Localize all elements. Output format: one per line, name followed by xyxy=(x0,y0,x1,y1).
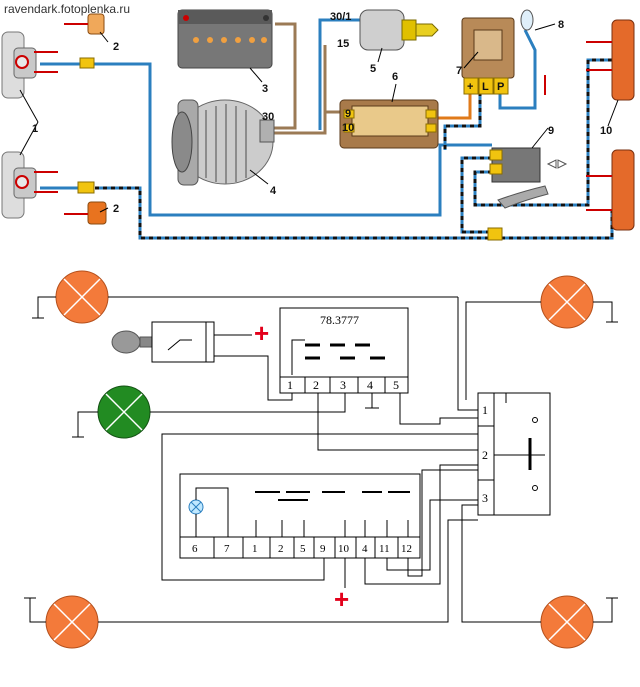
left-top-headlamp xyxy=(1,31,58,99)
label-block-10: 10 xyxy=(342,122,354,134)
relay-pin-5: 5 xyxy=(393,378,399,392)
block-pin-9: 9 xyxy=(320,543,326,555)
block-pin-1: 1 xyxy=(252,543,258,555)
relay-pin-4: 4 xyxy=(367,378,373,392)
relay-pin-2: 2 xyxy=(313,378,319,392)
relay-pin-3: 3 xyxy=(340,378,346,392)
generator xyxy=(171,99,275,186)
relay-wires xyxy=(150,297,478,451)
label-block-9: 9 xyxy=(345,108,351,120)
lamp-bottom-left xyxy=(45,595,99,649)
lamp-bottom-right xyxy=(540,595,594,649)
connector-top-left xyxy=(79,57,95,69)
switch-pin-3: 3 xyxy=(482,491,488,505)
connector-bottom-left xyxy=(77,181,95,194)
ignition-key-symbol xyxy=(111,321,252,363)
watermark-text: ravendark.fotoplenka.ru xyxy=(4,2,131,16)
callout-5: 5 xyxy=(370,63,376,75)
callout-8: 8 xyxy=(558,19,564,31)
lamp-leads xyxy=(24,296,618,623)
connector-bottom-right xyxy=(487,227,503,241)
callout-9: 9 xyxy=(548,125,554,137)
hazard-switch xyxy=(477,392,551,516)
block-pin-11: 11 xyxy=(379,543,390,555)
indicator-lamp xyxy=(520,9,546,95)
label-relay-plus: + xyxy=(467,81,473,93)
blue-wires xyxy=(40,18,537,217)
callout-2-top: 2 xyxy=(113,41,119,53)
label-30-1: 30/1 xyxy=(330,11,351,23)
relay-unit xyxy=(461,17,515,95)
indicator-lamp-green xyxy=(97,385,151,439)
left-bottom-headlamp xyxy=(1,151,58,219)
striped-wires xyxy=(95,58,614,240)
plus-symbol-ignition: + xyxy=(254,318,269,348)
label-relay-P: P xyxy=(497,81,504,93)
callout-10: 10 xyxy=(600,125,612,137)
relay-model-label: 78.3777 xyxy=(320,313,359,327)
label-30-generator: 30 xyxy=(262,111,274,123)
switch-pin-1: 1 xyxy=(482,403,488,417)
callout-4: 4 xyxy=(270,185,277,197)
callout-lines xyxy=(19,23,619,213)
callout-6: 6 xyxy=(392,71,398,83)
block-pin-7: 7 xyxy=(224,543,230,555)
orange-wire xyxy=(438,92,472,120)
relay-pin-1: 1 xyxy=(287,378,293,392)
bottom-schematic: + 78.3777 1 2 3 4 5 xyxy=(24,270,618,649)
block-pin-12: 12 xyxy=(401,543,412,555)
right-bottom-lamp xyxy=(586,149,635,231)
turn-signal-switch xyxy=(489,147,568,209)
fuse-block xyxy=(339,99,439,149)
switch-connector-block xyxy=(179,473,421,559)
ignition-switch xyxy=(359,9,439,51)
lamp-top-right xyxy=(540,275,594,329)
block-wires xyxy=(161,433,478,588)
callout-1: 1 xyxy=(32,123,38,135)
switch-pin-2: 2 xyxy=(482,448,488,462)
plus-symbol-block: + xyxy=(334,584,349,614)
block-pin-2: 2 xyxy=(278,543,284,555)
callout-7: 7 xyxy=(456,65,462,77)
side-repeater-bottom xyxy=(64,201,107,225)
relay-78-3777 xyxy=(279,307,409,394)
callout-2-bottom: 2 xyxy=(113,203,119,215)
battery xyxy=(177,9,273,69)
lamp-top-left xyxy=(55,270,109,324)
callout-3: 3 xyxy=(262,83,268,95)
label-relay-L: L xyxy=(482,81,489,93)
top-wiring-diagram: 1 2 3 4 5 6 7 8 9 10 2 30/1 15 30 9 10 +… xyxy=(1,9,635,241)
right-top-lamp xyxy=(586,19,635,101)
block-pin-5: 5 xyxy=(300,543,306,555)
side-repeater-top xyxy=(64,13,105,35)
brown-wires xyxy=(272,22,340,135)
label-15: 15 xyxy=(337,38,349,50)
block-pin-10: 10 xyxy=(338,543,350,555)
block-pin-6: 6 xyxy=(192,543,198,555)
block-pin-4: 4 xyxy=(362,543,368,555)
